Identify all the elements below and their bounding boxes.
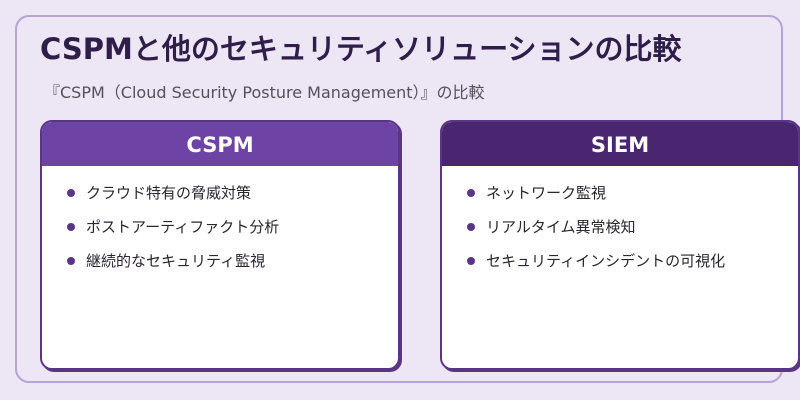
list-item-text: リアルタイム異常検知 [486,218,636,236]
list-item-text: セキュリティインシデントの可視化 [486,252,726,270]
list-item-text: クラウド特有の脅威対策 [86,184,252,202]
list-item: ネットワーク監視 [466,184,798,218]
cspm-card-heading: CSPM [42,122,398,166]
list-item-text: ネットワーク監視 [486,184,607,202]
siem-card-heading: SIEM [442,122,798,166]
bullet-icon [67,257,75,265]
list-item: セキュリティインシデントの可視化 [466,252,798,286]
list-item: リアルタイム異常検知 [466,218,798,252]
page-title: CSPMと他のセキュリティソリューションの比較 [40,32,682,66]
list-item: 継続的なセキュリティ監視 [66,252,398,286]
bullet-icon [67,189,75,197]
page-subtitle: 『CSPM（Cloud Security Posture Management）… [44,83,485,102]
bullet-icon [467,223,475,231]
siem-feature-list: ネットワーク監視 リアルタイム異常検知 セキュリティインシデントの可視化 [442,166,798,286]
list-item-text: 継続的なセキュリティ監視 [86,252,266,270]
list-item: ポストアーティファクト分析 [66,218,398,252]
cspm-feature-list: クラウド特有の脅威対策 ポストアーティファクト分析 継続的なセキュリティ監視 [42,166,398,286]
siem-card: SIEM ネットワーク監視 リアルタイム異常検知 セキュリティインシデントの可視… [440,120,800,370]
cspm-card: CSPM クラウド特有の脅威対策 ポストアーティファクト分析 継続的なセキュリテ… [40,120,400,370]
list-item: クラウド特有の脅威対策 [66,184,398,218]
bullet-icon [467,257,475,265]
bullet-icon [467,189,475,197]
list-item-text: ポストアーティファクト分析 [86,218,280,236]
bullet-icon [67,223,75,231]
